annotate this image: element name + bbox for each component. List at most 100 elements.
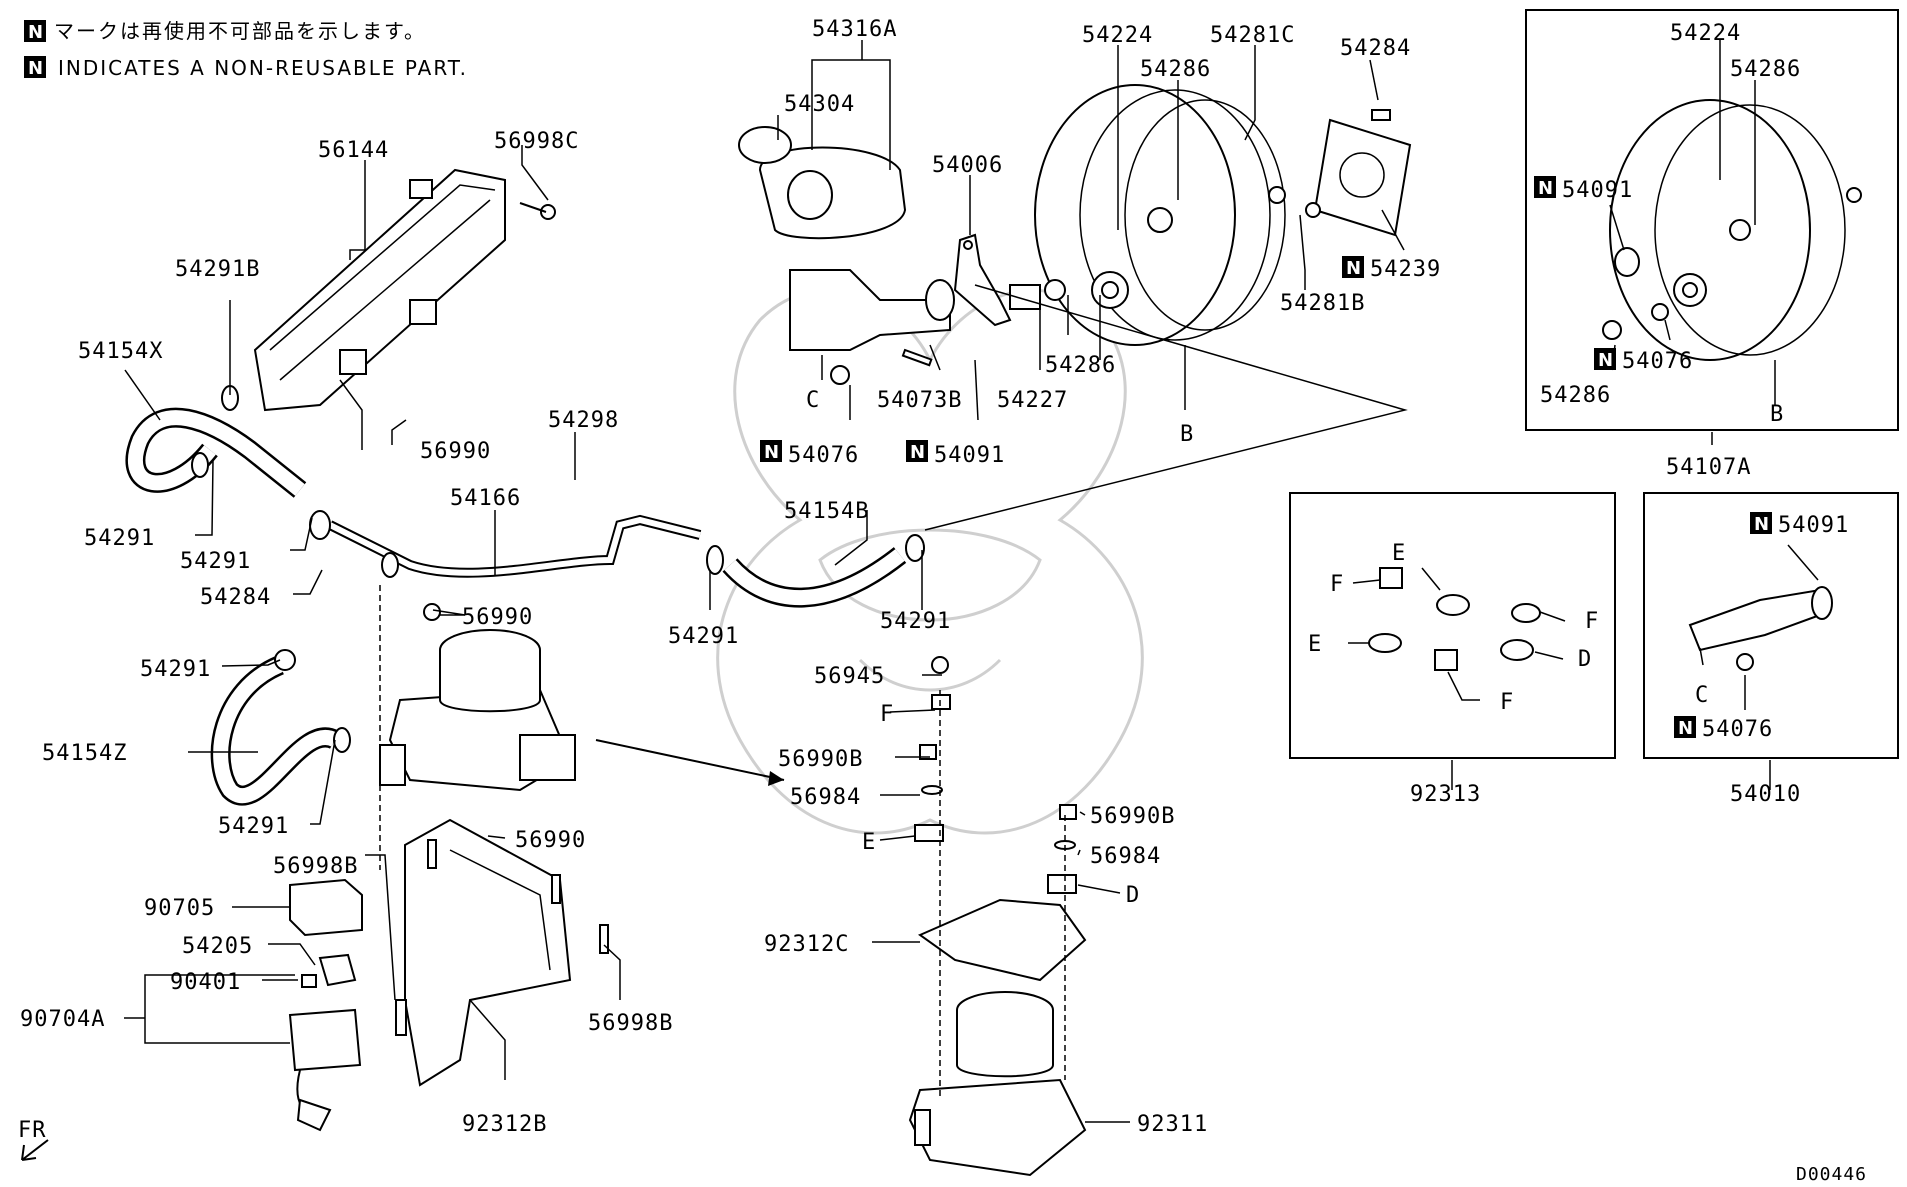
label-54227: 54227 — [997, 388, 1068, 413]
front-arrow-icon — [21, 1139, 49, 1161]
bracket-92312B-drawing — [404, 818, 609, 1087]
label-D: D — [1578, 647, 1592, 672]
part-labels: 54316A 54304 56144 56998C 54291B 54154X … — [18, 17, 1867, 1185]
label-56998C: 56998C — [494, 129, 579, 154]
label-56984: 56984 — [790, 785, 861, 810]
label-54076: 54076 — [1702, 717, 1773, 742]
label-92311: 92311 — [1137, 1112, 1208, 1137]
label-56990B: 56990B — [1090, 804, 1175, 829]
label-54298: 54298 — [548, 408, 619, 433]
badge-letter: N — [28, 22, 43, 43]
label-90705: 90705 — [144, 896, 215, 921]
label-54291: 54291 — [180, 549, 251, 574]
direction-arrow-icon — [768, 771, 784, 786]
label-56998B: 56998B — [273, 854, 358, 879]
label-56144: 56144 — [318, 138, 389, 163]
label-54281C: 54281C — [1210, 23, 1295, 48]
label-56945: 56945 — [814, 664, 885, 689]
label-F: F — [1585, 609, 1599, 634]
relay-box-drawing — [288, 878, 407, 1132]
label-54286: 54286 — [1140, 57, 1211, 82]
vacuum-pump-left-drawing — [379, 603, 576, 792]
badge-letter: N — [1678, 718, 1693, 739]
label-54224: 54224 — [1670, 21, 1741, 46]
inset-54010-box — [1643, 492, 1899, 759]
label-54291B: 54291B — [175, 257, 260, 282]
hose-54154X-drawing — [125, 385, 307, 498]
label-92312C: 92312C — [764, 932, 849, 957]
badge-letter: N — [1598, 350, 1613, 371]
label-90401: 90401 — [170, 970, 241, 995]
non-reusable-badge-icon — [906, 440, 928, 462]
label-54304: 54304 — [784, 92, 855, 117]
label-B: B — [1770, 402, 1784, 427]
label-54107A: 54107A — [1666, 455, 1751, 480]
label-92313: 92313 — [1410, 782, 1481, 807]
label-92312B: 92312B — [462, 1112, 547, 1137]
vacuum-pipe-drawing — [309, 510, 702, 578]
non-reusable-badge-icon — [760, 440, 782, 462]
label-C: C — [806, 388, 820, 413]
label-54284: 54284 — [200, 585, 271, 610]
label-B: B — [1180, 422, 1194, 447]
note-japanese: マークは再使用不可部品を示します。 — [54, 19, 426, 43]
non-reusable-badge-icon — [1594, 348, 1616, 370]
non-reusable-badge-icon — [1674, 716, 1696, 738]
label-D: D — [1126, 883, 1140, 908]
label-54091: 54091 — [1562, 178, 1633, 203]
note-english: INDICATES A NON-REUSABLE PART. — [58, 56, 468, 80]
label-54291: 54291 — [140, 657, 211, 682]
label-54316A: 54316A — [812, 17, 897, 42]
inset-54107A — [1525, 9, 1899, 431]
brake-booster-drawing — [1009, 84, 1412, 346]
label-54076: 54076 — [1622, 349, 1693, 374]
label-54224: 54224 — [1082, 23, 1153, 48]
inset-54107A-box — [1525, 9, 1899, 431]
badge-letter: N — [1754, 514, 1769, 535]
label-E: E — [862, 830, 876, 855]
inset-92313-box — [1289, 492, 1616, 759]
front-label: FR — [18, 1118, 47, 1143]
mount-assembly-drawing — [908, 656, 1087, 1177]
label-54286: 54286 — [1540, 383, 1611, 408]
master-cylinder-drawing — [738, 126, 955, 385]
label-54010: 54010 — [1730, 782, 1801, 807]
label-54154B: 54154B — [784, 499, 869, 524]
label-F: F — [1330, 572, 1344, 597]
label-54091: 54091 — [1778, 513, 1849, 538]
badge-letter: N — [1346, 258, 1361, 279]
non-reusable-badge-icon — [1342, 256, 1364, 278]
diagram-code: D00446 — [1796, 1164, 1867, 1185]
label-54291: 54291 — [668, 624, 739, 649]
label-C: C — [1695, 683, 1709, 708]
label-54205: 54205 — [182, 934, 253, 959]
label-54091: 54091 — [934, 443, 1005, 468]
hose-54154B-drawing — [706, 534, 925, 608]
label-54286: 54286 — [1045, 353, 1116, 378]
non-reusable-badge-icon — [24, 56, 46, 78]
cover-panel-drawing — [253, 168, 556, 412]
badge-letter: N — [764, 442, 779, 463]
legend-notes: N マークは再使用不可部品を示します。 N INDICATES A NON-RE… — [24, 19, 468, 80]
label-E: E — [1392, 541, 1406, 566]
label-54291: 54291 — [880, 609, 951, 634]
badge-letter: N — [28, 58, 43, 79]
label-54154X: 54154X — [78, 339, 163, 364]
non-reusable-badge-icon — [24, 20, 46, 42]
label-54281B: 54281B — [1280, 291, 1365, 316]
label-54006: 54006 — [932, 153, 1003, 178]
label-56990: 56990 — [420, 439, 491, 464]
label-F: F — [880, 702, 894, 727]
label-54284: 54284 — [1340, 36, 1411, 61]
label-F: F — [1500, 690, 1514, 715]
badge-letter: N — [910, 442, 925, 463]
label-56990: 56990 — [462, 605, 533, 630]
hose-54154Z-drawing — [210, 649, 351, 806]
label-54166: 54166 — [450, 486, 521, 511]
label-54154Z: 54154Z — [42, 741, 127, 766]
label-54291: 54291 — [218, 814, 289, 839]
label-56998B: 56998B — [588, 1011, 673, 1036]
label-54076: 54076 — [788, 443, 859, 468]
label-E: E — [1308, 632, 1322, 657]
